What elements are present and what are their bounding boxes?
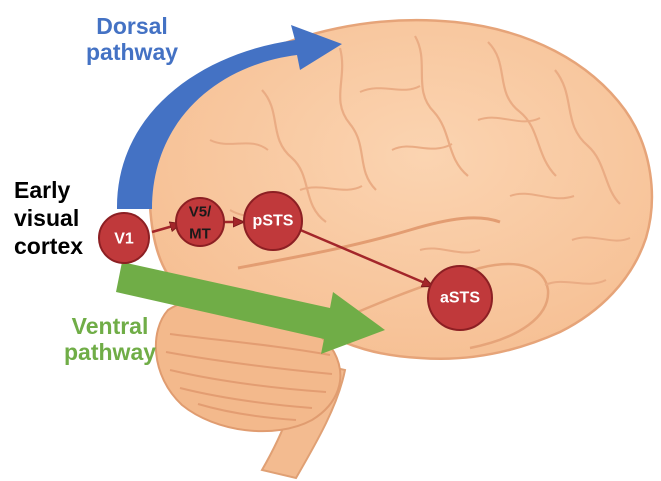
early-visual-cortex-label-line3: cortex	[14, 232, 83, 260]
node-v5-mt: V5/ MT	[176, 198, 224, 246]
dorsal-pathway-label: Dorsal pathway	[86, 13, 178, 66]
node-asts: aSTS	[428, 266, 492, 330]
node-asts-label: aSTS	[440, 290, 480, 307]
ventral-pathway-label: Ventral pathway	[64, 313, 156, 366]
early-visual-cortex-label: Early visual cortex	[14, 176, 83, 260]
early-visual-cortex-label-line1: Early	[14, 176, 83, 204]
node-v1: V1	[99, 213, 149, 263]
node-v5-label-line2: MT	[189, 226, 211, 243]
early-visual-cortex-label-line2: visual	[14, 204, 83, 232]
node-psts-label: pSTS	[253, 213, 294, 230]
node-v1-label: V1	[114, 231, 134, 248]
dorsal-pathway-label-line2: pathway	[86, 39, 178, 65]
node-psts: pSTS	[244, 192, 302, 250]
ventral-pathway-label-line2: pathway	[64, 339, 156, 365]
dorsal-pathway-label-line1: Dorsal	[86, 13, 178, 39]
node-v5-label-line1: V5/	[189, 204, 212, 221]
ventral-pathway-label-line1: Ventral	[64, 313, 156, 339]
